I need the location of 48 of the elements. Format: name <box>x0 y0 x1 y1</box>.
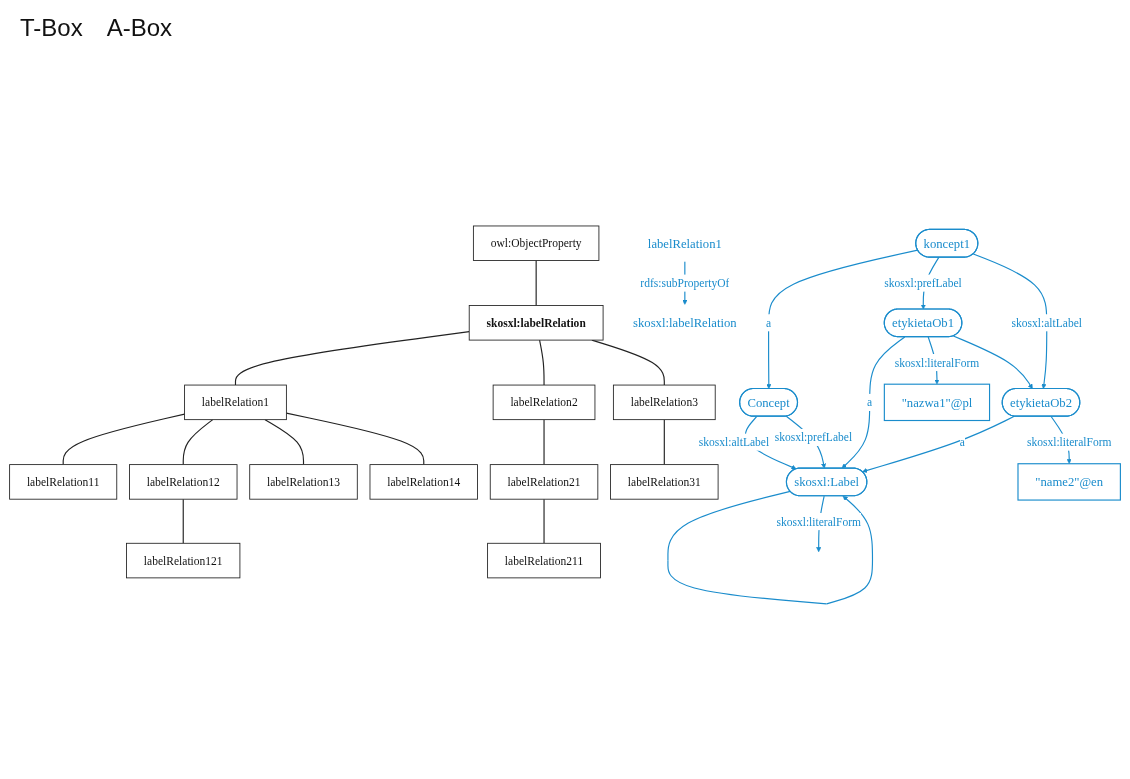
node-box: labelRelation3 <box>612 384 716 420</box>
arrow <box>841 335 906 469</box>
node-box: labelRelation21 <box>489 463 599 500</box>
section-label: T-Box <box>20 14 83 42</box>
node-box: labelRelation1 <box>184 384 287 420</box>
node-box: skosxl:labelRelation <box>468 304 604 341</box>
arrow <box>667 490 874 604</box>
edge-label: skosxl:literalForm <box>1026 435 1112 448</box>
connector <box>285 412 425 465</box>
node-box: "name2"@en <box>1017 462 1121 501</box>
connector <box>234 330 470 386</box>
arrow <box>952 334 1033 389</box>
connector <box>535 259 537 306</box>
connector <box>264 418 305 465</box>
edge-label: skosxl:altLabel <box>698 435 770 448</box>
edge-label: skosxl:literalForm <box>894 355 980 369</box>
arrow <box>766 249 919 389</box>
edge-label: rdfs:subPropertyOf <box>640 276 730 289</box>
connector <box>543 498 545 544</box>
node-text: labelRelation1 <box>647 235 722 250</box>
edge-label: skosxl:prefLabel <box>884 276 962 289</box>
node-box: labelRelation211 <box>487 542 601 578</box>
section-label: A-Box <box>106 14 173 42</box>
edge-label: a <box>959 435 965 448</box>
connector <box>591 339 665 386</box>
node-box: labelRelation2 <box>492 384 596 420</box>
connector <box>62 413 186 465</box>
connector <box>539 339 545 386</box>
connector <box>182 418 214 465</box>
node-box: "nazwa1"@pl <box>883 383 991 421</box>
node-box: labelRelation121 <box>126 542 241 578</box>
node-box: labelRelation12 <box>129 463 238 500</box>
node-box: labelRelation14 <box>369 463 478 500</box>
edge-label: skosxl:altLabel <box>1011 315 1082 329</box>
edge-label: a <box>766 315 772 329</box>
arrow <box>862 415 1015 473</box>
node-text: skosxl:labelRelation <box>633 315 737 330</box>
node-box: owl:ObjectProperty <box>472 225 600 261</box>
arrow <box>972 252 1048 389</box>
edge-label: skosxl:literalForm <box>776 514 861 528</box>
node-box: labelRelation11 <box>9 463 118 500</box>
node-box: labelRelation13 <box>249 463 358 500</box>
edge-label: skosxl:prefLabel <box>774 430 853 444</box>
connector <box>663 418 665 465</box>
connector <box>543 418 545 465</box>
connector <box>182 498 184 544</box>
node-box: labelRelation31 <box>610 463 719 500</box>
edge-label: a <box>867 395 873 409</box>
